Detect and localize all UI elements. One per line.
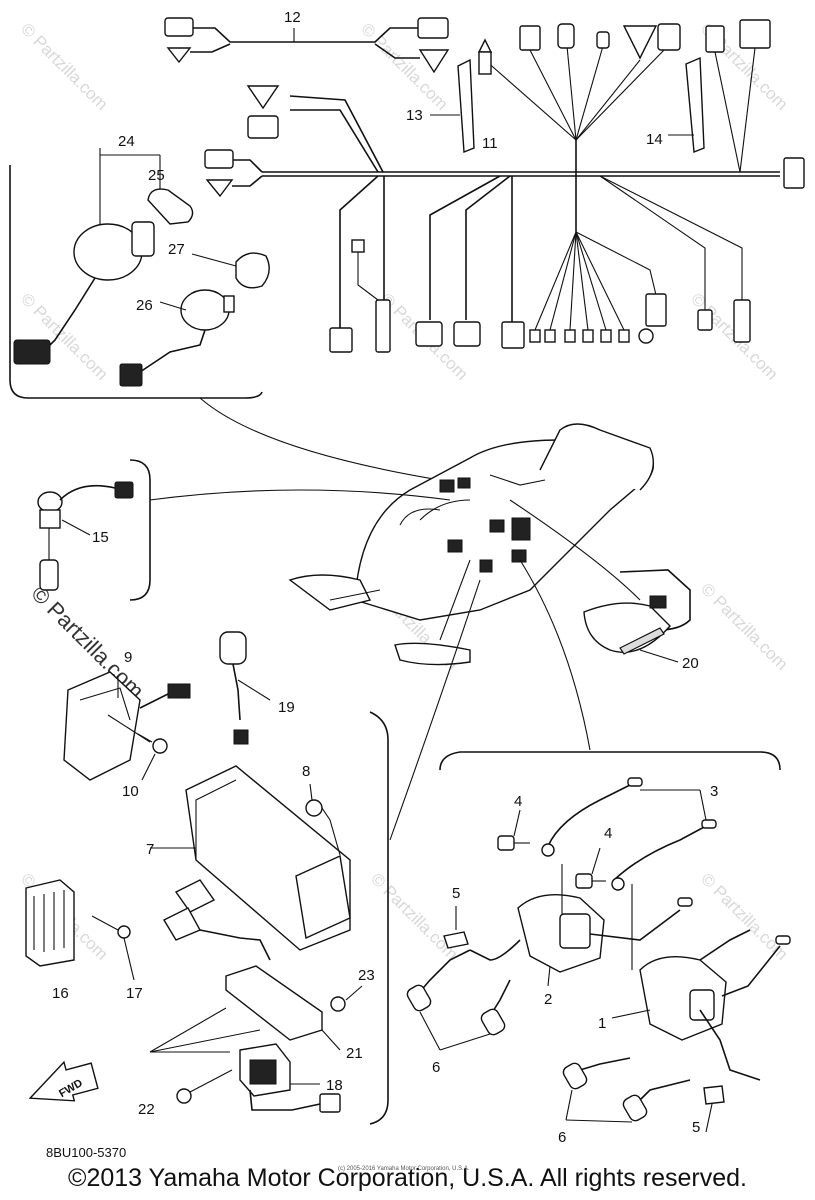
callout-25: 25: [148, 167, 165, 184]
fwd-arrow: FWD: [28, 1060, 99, 1102]
callout-5: 5: [452, 885, 460, 902]
callout-12: 12: [284, 9, 301, 26]
part-2-ignition-coil: [469, 864, 693, 987]
part-12-sub-harness: [164, 17, 450, 74]
callout-22: 22: [138, 1101, 155, 1118]
callout-17: 17: [126, 985, 143, 1002]
part-7-cdi-unit: [150, 765, 351, 961]
callout-19: 19: [278, 699, 295, 716]
callout-20: 20: [682, 655, 699, 672]
part-19-condenser: [219, 631, 271, 745]
part-13-band: [430, 58, 475, 154]
callout-7: 7: [146, 841, 154, 858]
callouts: 12 11 13 14 24 25 27 26 15 20 9 19 10 8 …: [52, 9, 718, 1146]
callout-14: 14: [646, 131, 663, 148]
callout-21: 21: [346, 1045, 363, 1062]
part-11-wire-harness: [204, 19, 805, 353]
callout-4: 4: [604, 825, 612, 842]
part-14-band: [668, 56, 705, 153]
part-9-unit: [63, 671, 191, 781]
watermark: © Partzilla.com: [697, 579, 791, 673]
leader-20: [509, 499, 641, 601]
callout-3: 3: [710, 783, 718, 800]
leader-coils: [519, 559, 591, 751]
callout-26: 26: [136, 297, 153, 314]
callout-27: 27: [168, 241, 185, 258]
callout-2: 2: [544, 991, 552, 1008]
callout-18: 18: [326, 1077, 343, 1094]
part-17-bolt: [91, 915, 135, 981]
callout-6: 6: [558, 1129, 566, 1146]
leader-sub-inset: [389, 579, 481, 841]
part-1-ignition-coil: [611, 884, 791, 1081]
part-21-bracket: [149, 965, 341, 1053]
inset-main-switch: [9, 148, 270, 399]
callout-1: 1: [598, 1015, 606, 1032]
part-8-grommet: [305, 783, 341, 856]
callout-24: 24: [118, 133, 135, 150]
copyright-notice: ©2013 Yamaha Motor Corporation, U.S.A. A…: [68, 1164, 747, 1192]
part-18-relay: [239, 1043, 341, 1113]
callout-6: 6: [432, 1059, 440, 1076]
part-6-plug-cap: [406, 949, 691, 1123]
watermark: © Partzilla.com: [17, 19, 111, 113]
callout-15: 15: [92, 529, 109, 546]
leader-inset: [199, 397, 441, 481]
watermark: © Partzilla.com: [17, 289, 111, 383]
snowmobile-body: [288, 423, 654, 666]
part-20-band: [583, 569, 691, 663]
diagram-code: 8BU100-5370: [46, 1145, 127, 1160]
small-copyright: (c) 2005-2016 Yamaha Motor Corporation, …: [338, 1166, 470, 1172]
callout-11: 11: [482, 135, 498, 152]
part-3-lead: [541, 777, 717, 891]
inset-frame-cdi: [369, 711, 389, 1125]
part-23-grommet: [330, 985, 363, 1012]
part-5-clamp: [443, 906, 725, 1133]
callout-16: 16: [52, 985, 69, 1002]
callout-5: 5: [692, 1119, 700, 1136]
part-15-stop-switch: [37, 459, 151, 601]
callout-13: 13: [406, 107, 423, 124]
callout-9: 9: [124, 649, 132, 666]
part-16-regulator: [25, 879, 75, 967]
inset-frame-coils: [439, 751, 781, 771]
part-10-bolt: [137, 733, 168, 781]
part-22-bolt: [176, 1069, 233, 1104]
part-4-screw: [497, 809, 606, 889]
callout-4: 4: [514, 793, 522, 810]
callout-8: 8: [302, 763, 310, 780]
callout-23: 23: [358, 967, 375, 984]
callout-10: 10: [122, 783, 139, 800]
leader-15: [149, 489, 451, 501]
watermark: © Partzilla.com: [367, 869, 461, 963]
